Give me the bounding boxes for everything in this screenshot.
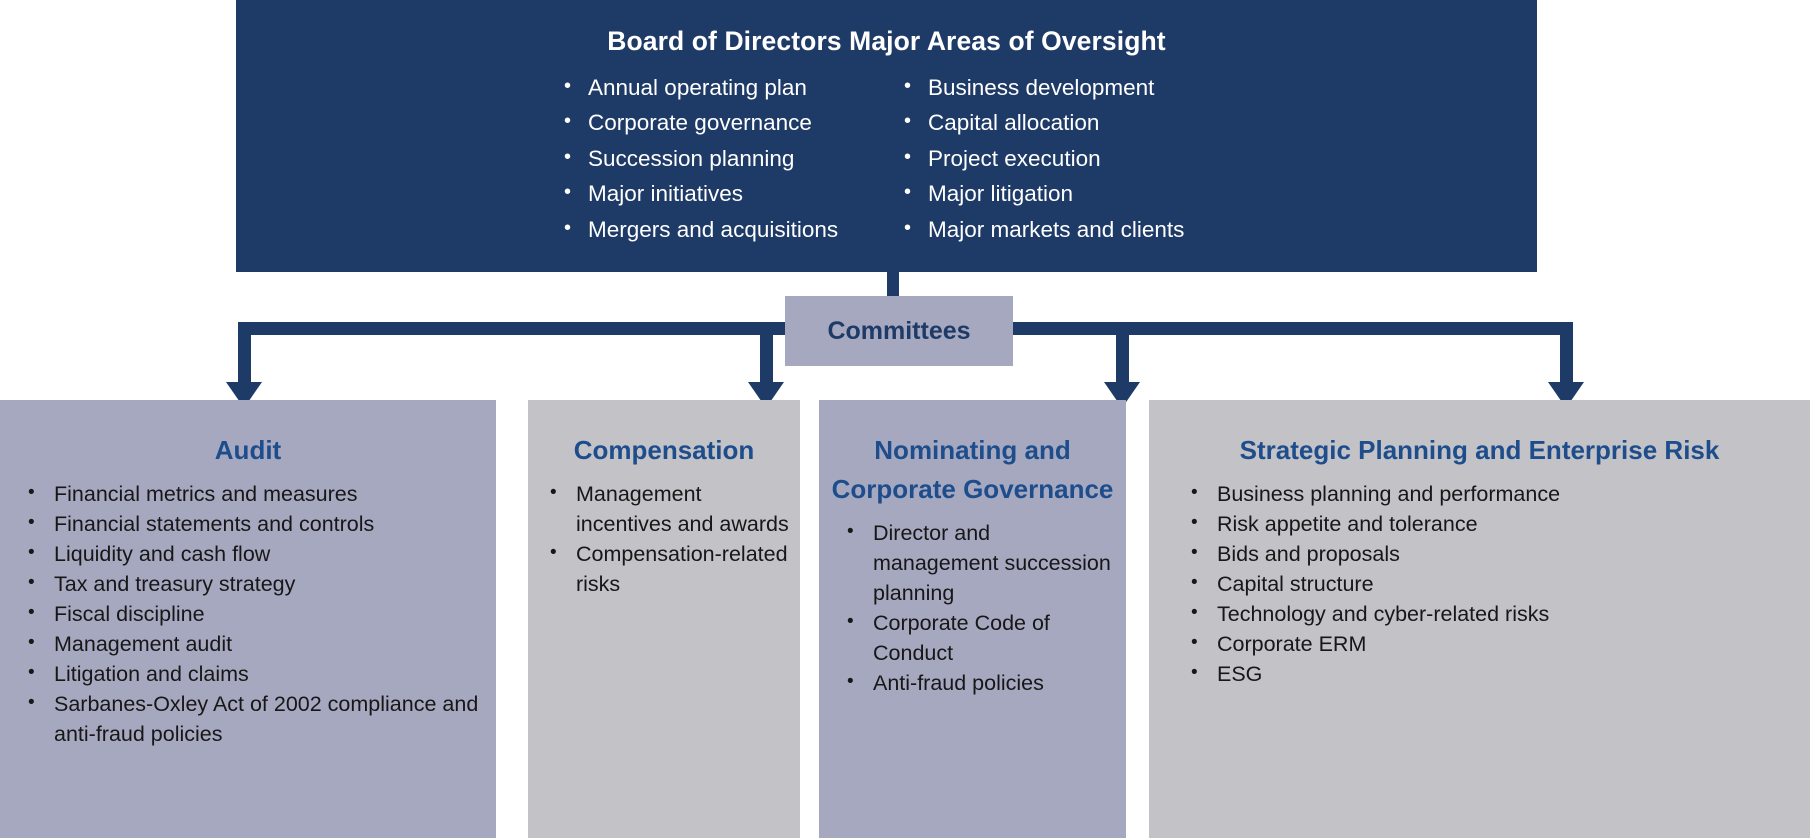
board-column-right: Business development Capital allocation … [886, 69, 1226, 248]
committee-panel-nominating: Nominating and Corporate Governance Dire… [819, 400, 1126, 838]
committee-title: Audit [214, 435, 282, 465]
list-item: Management audit [22, 628, 486, 659]
list-item: Business planning and performance [1185, 478, 1800, 509]
list-item: Major initiatives [546, 175, 886, 212]
list-item: Corporate governance [546, 104, 886, 141]
committee-panel-strategic-planning: Strategic Planning and Enterprise Risk B… [1149, 400, 1810, 838]
committee-title: Strategic Planning and Enterprise Risk [1239, 435, 1720, 465]
list-item: Major litigation [886, 175, 1226, 212]
list-item: Anti-fraud policies [841, 667, 1116, 698]
connector-bus-left [238, 322, 786, 335]
committee-list: Director and management succession plann… [819, 509, 1126, 698]
committee-list: Financial metrics and measures Financial… [0, 470, 496, 749]
list-item: Financial statements and controls [22, 508, 486, 539]
committees-label-box: Committees [785, 296, 1013, 366]
list-item: Bids and proposals [1185, 538, 1800, 569]
list-item: Financial metrics and measures [22, 478, 486, 509]
list-item: Annual operating plan [546, 69, 886, 106]
list-item: Major markets and clients [886, 211, 1226, 248]
board-list-right: Business development Capital allocation … [886, 69, 1226, 248]
list-item: Risk appetite and tolerance [1185, 508, 1800, 539]
list-item: Succession planning [546, 140, 886, 177]
committee-title: Compensation [573, 435, 755, 465]
board-title: Board of Directors Major Areas of Oversi… [607, 26, 1166, 56]
connector-bus-right [1010, 322, 1573, 335]
list-item: Technology and cyber-related risks [1185, 598, 1800, 629]
list-item: Liquidity and cash flow [22, 538, 486, 569]
committee-list: Management incentives and awards Compens… [528, 470, 800, 599]
connector-drop-audit [238, 322, 251, 382]
list-item: Compensation-related risks [546, 538, 790, 599]
committees-label: Committees [827, 316, 971, 345]
list-item: Director and management succession plann… [841, 517, 1116, 608]
list-item: Litigation and claims [22, 658, 486, 689]
list-item: ESG [1185, 658, 1800, 689]
connector-drop-strategic [1560, 322, 1573, 382]
connector-drop-compensation [760, 322, 773, 382]
board-list-left: Annual operating plan Corporate governan… [546, 69, 886, 248]
list-item: Mergers and acquisitions [546, 211, 886, 248]
list-item: Management incentives and awards [546, 478, 790, 539]
connector-stem-board [887, 272, 899, 302]
committee-panel-audit: Audit Financial metrics and measures Fin… [0, 400, 496, 838]
board-of-directors-box: Board of Directors Major Areas of Oversi… [236, 0, 1537, 272]
committee-panel-compensation: Compensation Management incentives and a… [528, 400, 800, 838]
committee-title: Nominating and Corporate Governance [831, 435, 1114, 504]
committee-list: Business planning and performance Risk a… [1149, 470, 1810, 689]
list-item: Corporate ERM [1185, 628, 1800, 659]
board-oversight-columns: Annual operating plan Corporate governan… [236, 69, 1537, 248]
list-item: Tax and treasury strategy [22, 568, 486, 599]
connector-drop-nominating [1116, 322, 1129, 382]
board-column-left: Annual operating plan Corporate governan… [546, 69, 886, 248]
list-item: Sarbanes-Oxley Act of 2002 compliance an… [22, 688, 486, 749]
list-item: Capital structure [1185, 568, 1800, 599]
list-item: Capital allocation [886, 104, 1226, 141]
list-item: Project execution [886, 140, 1226, 177]
list-item: Corporate Code of Conduct [841, 607, 1116, 668]
list-item: Fiscal discipline [22, 598, 486, 629]
list-item: Business development [886, 69, 1226, 106]
